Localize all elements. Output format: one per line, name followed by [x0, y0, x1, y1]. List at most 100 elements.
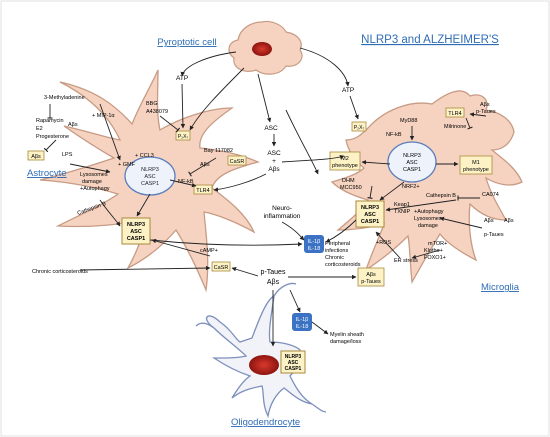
microglia-abeta-top-1: Aβs	[480, 102, 490, 108]
astrocyte-box-nlrp3: NLRP3	[127, 222, 145, 228]
astrocyte-tlr4-receptor	[193, 184, 213, 195]
microglia-nlrp3-box	[355, 200, 385, 228]
keap1-label: Keap1	[394, 202, 410, 208]
bbg-label: BBG	[146, 101, 158, 107]
microglia-label: Microglia	[481, 282, 520, 293]
milrinone-label: Milrinone	[444, 124, 466, 130]
microglia-asc-label: ASC	[406, 160, 417, 166]
m2-label-2: phenotype	[332, 163, 358, 169]
microglia-tlr4-label: TLR4	[448, 111, 461, 117]
cytokine-box-center	[304, 235, 324, 253]
astrocyte-box-asc: ASC	[130, 229, 142, 235]
microglia-ptaues-right: p-Taues	[484, 232, 504, 238]
microglia-box-casp1: CASP1	[361, 219, 379, 225]
ca074-label: CA074	[482, 192, 499, 198]
connection-arrows	[43, 47, 487, 347]
center-abetas: Aβs	[267, 279, 280, 286]
txnip-label: TXNIP	[394, 209, 411, 215]
microglia-box-nlrp3: NLRP3	[361, 205, 379, 211]
cytokine-box-oligo	[292, 313, 312, 331]
m1-label-1: M1	[472, 160, 480, 166]
camp-label: cAMP+	[200, 248, 218, 254]
e2-label: E2	[36, 126, 43, 132]
er-stress-label: ER stress	[394, 258, 418, 264]
oligo-box-nlrp3: NLRP3	[285, 354, 302, 360]
astrocyte-abeta-receptor	[27, 150, 45, 161]
m1-phenotype-box	[459, 155, 493, 175]
microglia-nfkb-label: NF-kB	[386, 132, 402, 138]
oligo-box-casp1: CASP1	[285, 366, 302, 372]
foxo1-label: FOXO1+	[424, 255, 446, 261]
microglia-nlrp3-label: NLRP3	[403, 153, 421, 159]
microglia-abeta-top-2: p-Taues	[476, 109, 496, 115]
pyroptotic-cell	[228, 20, 303, 75]
neuroinflammation-label-1: Neuro-	[272, 205, 292, 212]
rapamycin-label: Rapamycin	[36, 118, 64, 124]
oligo-il1b: IL-1β	[296, 317, 309, 323]
astrocyte-inflammasome-vesicle	[124, 156, 176, 196]
chronic-corticosteroids-label: Chronic corticosteroids	[32, 269, 88, 275]
peripheral-label-2: infections	[325, 248, 348, 254]
abeta-small-label: Aβs	[68, 122, 78, 128]
methyladenine-label: 3-Methyladenine	[44, 95, 85, 101]
astrocyte-label: Astrocyte	[27, 168, 67, 179]
top-atp-right: ATP	[342, 87, 354, 94]
top-asc-abeta-3: Aβs	[268, 166, 280, 173]
astrocyte-casr-bottom-label: CaSR	[214, 265, 229, 271]
abeta-ptaues-box	[357, 267, 385, 287]
ccl3-label: + CCL3	[135, 153, 154, 159]
microglia-tlr4-receptor	[445, 107, 465, 118]
top-atp-left: ATP	[176, 75, 188, 82]
peripheral-label-4: corticosteroids	[325, 262, 361, 268]
pyroptotic-cell-label: Pyroptotic cell	[157, 37, 216, 48]
top-asc-label: ASC	[264, 125, 278, 132]
cytokine-il1b: IL-1β	[308, 239, 321, 245]
m2-label-1: M2	[341, 156, 349, 162]
astrocyte-nfkb-label: NF-kB	[178, 179, 194, 185]
peripheral-label-3: Chronic	[325, 255, 344, 261]
astrocyte-p2x7-receptor	[175, 130, 191, 141]
oligo-il18: IL-18	[296, 324, 309, 330]
microglia-autophagy-2: Lysosomes	[414, 216, 442, 222]
diagram-title: NLRP3 and ALZHEIMER'S	[361, 34, 499, 46]
mtor-label: mTOR+	[428, 241, 447, 247]
myelin-label-2: damage/loss	[330, 339, 361, 345]
astrocyte-tlr4-label: TLR4	[196, 188, 209, 194]
m1-label-2: phenotype	[463, 167, 489, 173]
astrocyte-casp1-label: CASP1	[141, 181, 159, 187]
microglia-casp1-label: CASP1	[403, 167, 421, 173]
bay-label: Bay 117082	[204, 148, 233, 154]
peripheral-label-1: Peripheral	[325, 241, 350, 247]
oligodendrocyte-cell	[195, 282, 327, 419]
astrocyte-abeta-receptor-label: Aβs	[31, 154, 41, 160]
mip-label: + MIP-1α	[92, 113, 115, 119]
astrocyte-p2x7-label: P₂X₇	[178, 134, 189, 140]
oligo-nlrp3-box	[280, 350, 306, 374]
microglia-inflammasome-vesicle	[387, 141, 437, 183]
nrf2-label: NRF2+	[402, 184, 420, 190]
astrocyte-box-casp1: CASP1	[127, 236, 145, 242]
astrocyte-nlrp3-label: NLRP3	[141, 167, 159, 173]
astrocyte-casr-bottom-receptor	[211, 261, 231, 272]
astrocyte-asc-label: ASC	[144, 174, 155, 180]
microglia-cell	[330, 90, 523, 285]
lps-label: LPS	[62, 152, 73, 158]
klotho-label: Klotho+	[424, 248, 443, 254]
microglia-abeta-right-1: Aβs	[484, 218, 494, 224]
oligo-box-asc: ASC	[288, 360, 299, 366]
astrocyte-nlrp3-box	[121, 217, 151, 245]
cytokine-il18: IL-18	[308, 246, 321, 252]
progesterone-label: Progesterone	[36, 134, 69, 140]
m2-phenotype-box	[329, 151, 361, 171]
astrocyte-casr-label: CaSR	[230, 159, 245, 165]
ros-label: +ROS	[376, 240, 391, 246]
neuroinflammation-label-2: inflammation	[264, 213, 301, 220]
lysosomes-label-3: +Autophagy	[80, 186, 110, 192]
top-asc-abeta-2: +	[272, 158, 276, 165]
microglia-autophagy-1: +Autophagy	[414, 209, 444, 215]
microglia-p2x7-label: P₂X₇	[354, 125, 365, 131]
box-ptaues-label: p-Taues	[361, 279, 381, 285]
center-ptaues: p-Taues	[261, 269, 286, 276]
myd88-label: MyD88	[400, 118, 417, 124]
